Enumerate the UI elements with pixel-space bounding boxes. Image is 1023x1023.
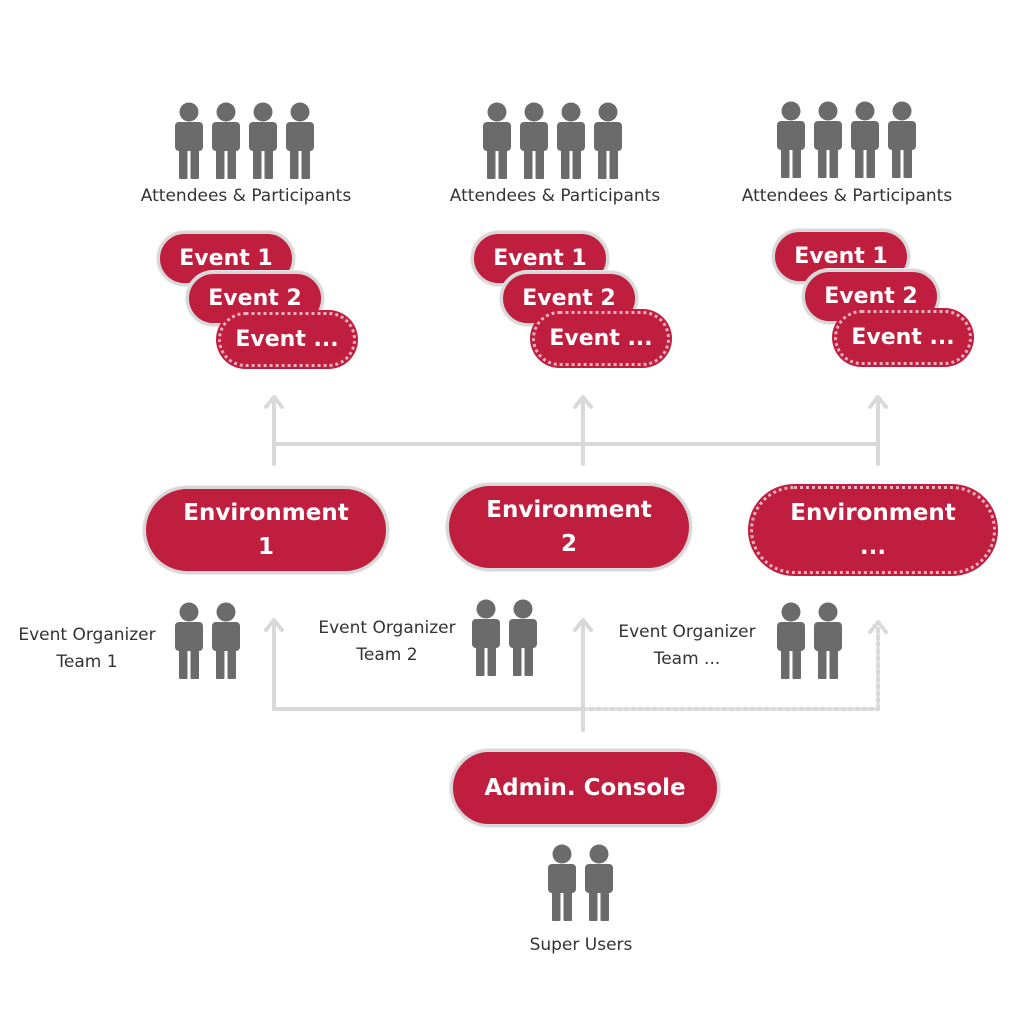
environment-more-line2: ... [859, 534, 887, 560]
attendees-icon-group-1 [175, 102, 314, 179]
organizer-team-icon-group-1 [175, 602, 240, 679]
attendees-label-1: Attendees & Participants [140, 186, 352, 206]
person-icon [888, 101, 916, 178]
organizer-team-label-1: Event Organizer Team 1 [8, 622, 166, 676]
person-icon [548, 844, 576, 921]
person-icon [472, 599, 500, 676]
attendees-label-2: Attendees & Participants [449, 186, 661, 206]
person-icon [777, 101, 805, 178]
person-icon [286, 102, 314, 179]
super-users-label: Super Users [529, 935, 633, 955]
event-pill-2-more[interactable]: Event ... [532, 311, 670, 366]
person-icon [175, 602, 203, 679]
event-pill-1-more[interactable]: Event ... [218, 312, 356, 367]
person-icon [212, 602, 240, 679]
person-icon [851, 101, 879, 178]
organizer-team-icon-group-2 [472, 599, 537, 676]
super-users-icon-group [548, 844, 613, 921]
organizer-team-label-2: Event Organizer Team 2 [308, 615, 466, 669]
person-icon [557, 102, 585, 179]
attendees-icon-group-2 [483, 102, 622, 179]
attendees-label-3: Attendees & Participants [741, 186, 953, 206]
organizer-team-3-line1: Event Organizer [618, 622, 756, 642]
event-pill-3-more[interactable]: Event ... [834, 310, 972, 365]
environment-more-line1: Environment [790, 500, 956, 526]
arrow-head-up-env-3 [868, 620, 888, 634]
organizer-team-3-line2: Team ... [653, 649, 721, 669]
admin-console-pill[interactable]: Admin. Console [450, 749, 720, 827]
person-icon [509, 599, 537, 676]
person-icon [212, 102, 240, 179]
environment-pill-more[interactable]: Environment ... [750, 486, 996, 574]
person-icon [175, 102, 203, 179]
arrow-head-up-event-2 [573, 395, 593, 409]
organizer-team-2-line2: Team 2 [356, 645, 418, 665]
arrow-head-up-event-1 [264, 395, 284, 409]
arrow-head-up-event-3 [868, 395, 888, 409]
organizer-team-1-line2: Team 1 [56, 652, 118, 672]
organizer-team-icon-group-3 [777, 602, 842, 679]
environment-pill-1[interactable]: Environment 1 [143, 486, 389, 574]
person-icon [814, 101, 842, 178]
environment-2-line1: Environment [486, 497, 652, 523]
attendees-icon-group-3 [777, 101, 916, 178]
person-icon [777, 602, 805, 679]
person-icon [249, 102, 277, 179]
arrow-head-up-env-2 [573, 618, 593, 632]
event-pill-3-1[interactable]: Event 1 [772, 229, 910, 284]
person-icon [814, 602, 842, 679]
person-icon [594, 102, 622, 179]
organizer-team-label-3: Event Organizer Team ... [608, 619, 766, 673]
arrow-head-up-env-1 [264, 618, 284, 632]
person-icon [585, 844, 613, 921]
person-icon [520, 102, 548, 179]
environment-1-line1: Environment [183, 500, 349, 526]
environment-pill-2[interactable]: Environment 2 [446, 483, 692, 571]
person-icon [483, 102, 511, 179]
environment-2-line2: 2 [560, 531, 577, 557]
environment-1-line2: 1 [257, 534, 274, 560]
organizer-team-1-line1: Event Organizer [18, 625, 156, 645]
organizer-team-2-line1: Event Organizer [318, 618, 456, 638]
